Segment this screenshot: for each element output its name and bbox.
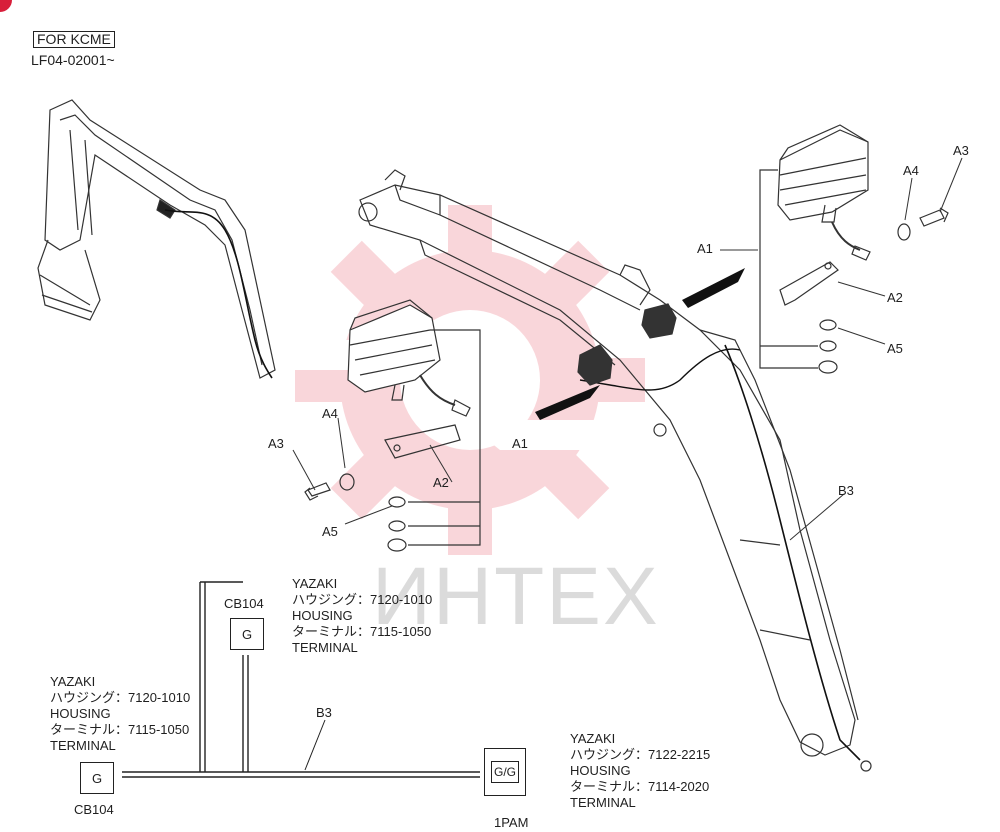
cb104-bottom-pin: G [91,770,103,786]
cb104-top-label: CB104 [224,596,264,611]
pam-connector: G/G [484,748,526,796]
excavator-overview-sketch [37,99,276,379]
callout-a2-left: A2 [433,475,449,490]
callout-b3-wire: B3 [316,705,332,720]
cb104-top-pin: G [241,626,253,642]
callout-a4-left: A4 [322,406,338,421]
right-lamp-assembly [759,124,949,374]
cb104-bottom-label: CB104 [74,802,114,817]
serial-range: LF04-02001~ [31,52,115,68]
callout-a3-right: A3 [953,143,969,158]
spec-right-line: ターミナル：7114-2020 [570,779,710,794]
pam-pin: G/G [490,761,519,783]
spec-left-line: YAZAKI [50,674,96,689]
spec-top-line: HOUSING [292,608,353,623]
boom-mounted-lamps [535,268,745,420]
spec-top-line: ハウジング：7120-1010 [292,592,433,607]
cb104-bottom-connector: G [80,762,114,794]
spec-top-line: YAZAKI [292,576,338,591]
boom-assembly [358,169,872,772]
spec-left: YAZAKI ハウジング：7120-1010 HOUSING ターミナル：711… [50,674,190,754]
spec-right: YAZAKI ハウジング：7122-2215 HOUSING ターミナル：711… [570,731,710,811]
pam-label: 1PAM [494,815,529,830]
callout-a1-left: A1 [512,436,528,451]
wiring-schematic-lines [122,581,480,778]
cb104-top-connector: G [230,618,264,650]
watermark-text: ИНТЕХ [372,551,660,642]
callout-a5-right: A5 [887,341,903,356]
spec-top-line: ターミナル：7115-1050 [292,624,432,639]
callout-a1-right: A1 [697,241,713,256]
callout-a4-right: A4 [903,163,919,178]
spec-top: YAZAKI ハウジング：7120-1010 HOUSING ターミナル：711… [292,576,432,656]
callout-b3-boom: B3 [838,483,854,498]
spec-left-line: ハウジング：7120-1010 [50,690,191,705]
spec-right-line: ハウジング：7122-2215 [570,747,711,762]
left-lamp-assembly [304,299,481,552]
callout-a2-right: A2 [887,290,903,305]
callout-a5-left: A5 [322,524,338,539]
spec-right-line: TERMINAL [570,795,636,810]
callout-a3-left: A3 [268,436,284,451]
spec-right-line: YAZAKI [570,731,616,746]
spec-left-line: HOUSING [50,706,111,721]
spec-left-line: TERMINAL [50,738,116,753]
callout-leaders [292,157,963,541]
spec-left-line: ターミナル：7115-1050 [50,722,190,737]
spec-top-line: TERMINAL [292,640,358,655]
market-tag: FOR KCME [33,31,115,48]
spec-right-line: HOUSING [570,763,631,778]
